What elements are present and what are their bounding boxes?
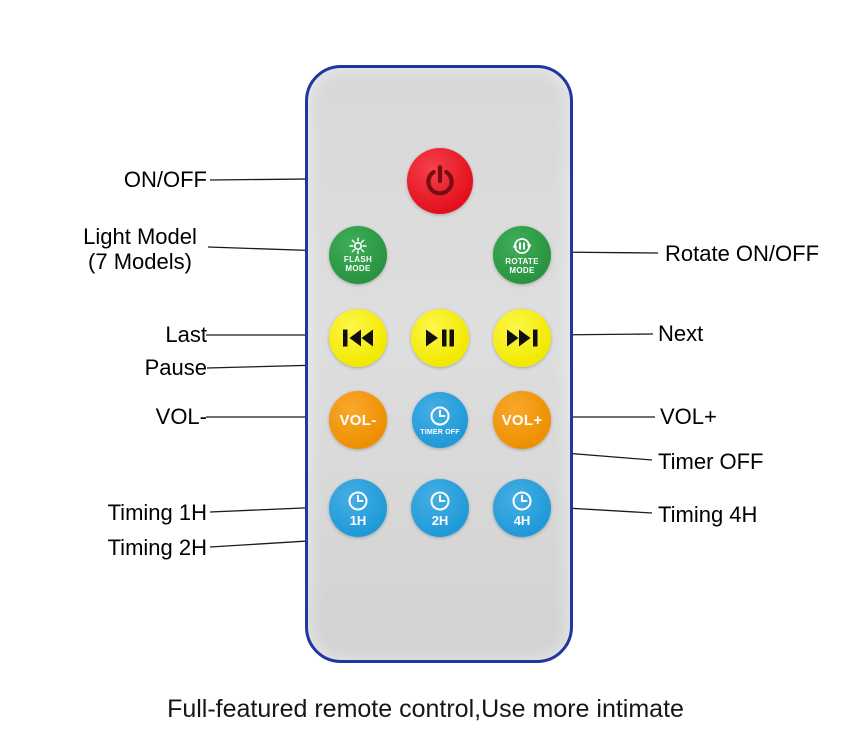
- clock-icon: [512, 491, 532, 511]
- volume-down-label: VOL-: [339, 411, 377, 429]
- previous-button[interactable]: [329, 309, 387, 367]
- clock-icon: [430, 491, 450, 511]
- rotate-mode-button[interactable]: ROTATE MODE: [493, 226, 551, 284]
- play-pause-button[interactable]: [411, 309, 469, 367]
- timing-1h-button[interactable]: 1H: [329, 479, 387, 537]
- label-pause: Pause: [144, 355, 207, 380]
- rotate-icon: [512, 238, 532, 254]
- timing-2h-label: 2H: [431, 513, 449, 528]
- play-pause-icon: [426, 329, 454, 347]
- power-icon: [426, 165, 454, 196]
- timer-off-button[interactable]: TIMER OFF: [412, 392, 468, 448]
- remote-body: FLASH MODE ROTATE MODE: [305, 65, 573, 663]
- label-timing-4h: Timing 4H: [658, 502, 758, 527]
- timing-4h-label: 4H: [513, 513, 531, 528]
- timing-2h-button[interactable]: 2H: [411, 479, 469, 537]
- label-next: Next: [658, 321, 704, 346]
- next-icon: [507, 329, 538, 347]
- power-button[interactable]: [407, 148, 473, 214]
- flash-mode-label: FLASH MODE: [344, 255, 372, 273]
- clock-icon: [348, 491, 368, 511]
- next-button[interactable]: [493, 309, 551, 367]
- flash-label-line2: MODE: [345, 264, 371, 273]
- timer-off-button-label: TIMER OFF: [420, 428, 460, 436]
- label-vol-minus: VOL-: [155, 404, 207, 429]
- sun-icon: [349, 237, 367, 255]
- previous-icon: [343, 329, 373, 347]
- rotate-label-line1: ROTATE: [505, 257, 539, 266]
- volume-up-label: VOL+: [501, 411, 543, 429]
- label-light-model-line1: Light Model: [83, 224, 197, 249]
- label-light-model-line2: (7 Models): [88, 249, 192, 274]
- clock-icon: [430, 406, 450, 425]
- timing-4h-button[interactable]: 4H: [493, 479, 551, 537]
- rotate-mode-label: ROTATE MODE: [505, 257, 539, 275]
- label-timing-2h: Timing 2H: [107, 535, 207, 560]
- caption: Full-featured remote control,Use more in…: [167, 695, 684, 723]
- label-timing-1h: Timing 1H: [107, 500, 207, 525]
- label-vol-plus: VOL+: [660, 404, 717, 429]
- label-light-model: Light Model (7 Models): [40, 224, 240, 274]
- flash-label-line1: FLASH: [343, 255, 373, 264]
- timing-1h-label: 1H: [349, 513, 367, 528]
- label-last: Last: [165, 322, 207, 347]
- volume-up-button[interactable]: VOL+: [493, 391, 551, 449]
- label-on-off: ON/OFF: [123, 167, 207, 192]
- label-timer-off: Timer OFF: [658, 449, 764, 474]
- label-rotate-on-off: Rotate ON/OFF: [665, 241, 820, 266]
- rotate-label-line2: MODE: [509, 266, 535, 275]
- flash-mode-button[interactable]: FLASH MODE: [329, 226, 387, 284]
- volume-down-button[interactable]: VOL-: [329, 391, 387, 449]
